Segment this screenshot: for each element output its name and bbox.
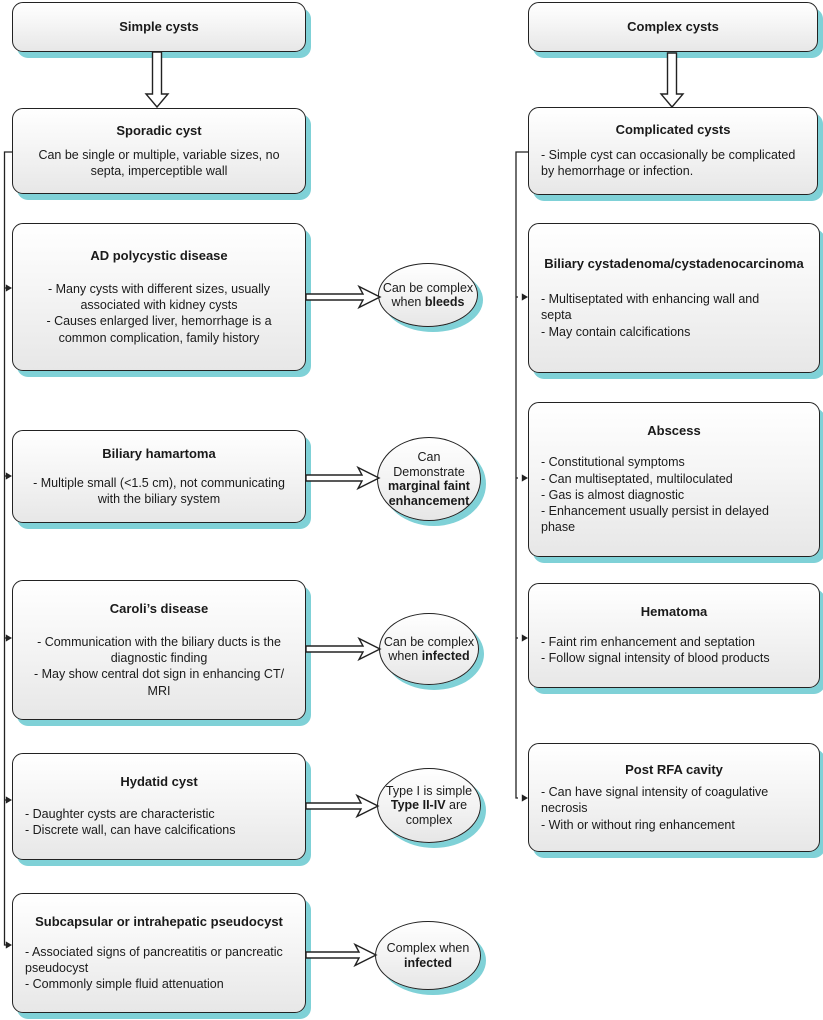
box-biliary-cystadenoma-bullet: - Multiseptated with enhancing wall and … [541, 292, 760, 323]
ellipse-complex-when-infected-2: Complex when infected [375, 921, 481, 990]
right-connector-line [515, 151, 528, 799]
box-abscess-bullet: - Constitutional symptoms [541, 455, 685, 470]
ellipse-text-bold: marginal faint enhancement [388, 479, 470, 508]
box-carolis-disease-bullet: - May show central dot sign in enhancing… [33, 667, 285, 698]
box-hematoma-title: Hematoma [640, 604, 708, 620]
box-post-rfa-cavity: Post RFA cavity - Can have signal intens… [528, 743, 820, 852]
box-biliary-cystadenoma-title: Biliary cystadenoma/cystadenocarcinoma [544, 256, 804, 272]
box-abscess-bullet: - Gas is almost diagnostic [541, 487, 685, 502]
box-subcapsular-pseudocyst-bullet: - Associated signs of pancreatitis or pa… [25, 944, 283, 975]
ellipse-text-bold: infected [421, 649, 470, 663]
ellipse-text: Complex when [386, 941, 470, 955]
box-hydatid-cyst-title: Hydatid cyst [120, 774, 198, 790]
box-biliary-hamartoma: Biliary hamartoma - Multiple small (<1.5… [12, 430, 306, 523]
box-abscess: Abscess - Constitutional symptoms - Can … [528, 402, 820, 557]
ellipse-text: are complex [405, 798, 468, 827]
box-biliary-cystadenoma: Biliary cystadenoma/cystadenocarcinoma -… [528, 223, 820, 373]
box-hematoma-bullet: - Faint rim enhancement and septation [541, 635, 756, 650]
arrow-right-icon [305, 284, 382, 310]
ellipse-text-bold: Type II-IV [390, 798, 446, 813]
header-complex-cysts-label: Complex cysts [627, 18, 719, 34]
arrow-right-icon [305, 636, 382, 662]
box-complicated-cysts: Complicated cysts - Simple cyst can occa… [528, 107, 818, 195]
ellipse-marginal-faint-enhancement: Can Demonstrate marginal faint enhanceme… [377, 437, 481, 521]
arrow-down-icon [144, 51, 170, 109]
arrow-right-icon [305, 465, 381, 491]
box-post-rfa-cavity-bullet: - With or without ring enhancement [541, 817, 735, 832]
box-abscess-bullet: - Enhancement usually persist in delayed… [541, 504, 769, 535]
box-hydatid-cyst: Hydatid cyst - Daughter cysts are charac… [12, 753, 306, 860]
box-biliary-hamartoma-bullet: - Multiple small (<1.5 cm), not communic… [33, 475, 285, 506]
arrow-right-icon [305, 793, 380, 819]
box-complicated-cysts-bullet: - Simple cyst can occasionally be compli… [541, 148, 796, 179]
box-sporadic-cyst-text: Can be single or multiple, variable size… [38, 147, 280, 178]
box-ad-polycystic-disease: AD polycystic disease - Many cysts with … [12, 223, 306, 371]
ellipse-text: Type I is simple [385, 783, 473, 798]
left-connector-line [3, 151, 12, 946]
box-carolis-disease-title: Caroli’s disease [109, 601, 209, 617]
box-hematoma-bullet: - Follow signal intensity of blood produ… [541, 651, 770, 666]
header-simple-cysts: Simple cysts [12, 2, 306, 52]
box-abscess-title: Abscess [647, 423, 701, 439]
ellipse-text: Can be complex when [383, 634, 475, 664]
right-connector-arrowheads [516, 293, 528, 802]
ellipse-complex-when-bleeds: Can be complex when bleeds [378, 263, 478, 327]
box-post-rfa-cavity-title: Post RFA cavity [625, 762, 723, 778]
box-post-rfa-cavity-bullet: - Can have signal intensity of coagulati… [541, 785, 769, 816]
ellipse-text: Can be complex when [382, 280, 474, 310]
box-complicated-cysts-title: Complicated cysts [615, 122, 731, 138]
ellipse-text-bold: infected [404, 955, 452, 970]
box-carolis-disease-bullet: - Communication with the biliary ducts i… [37, 634, 281, 666]
ellipse-text: Can Demonstrate [393, 450, 465, 479]
box-ad-polycystic-bullet: - Many cysts with different sizes, usual… [47, 281, 271, 313]
arrow-right-icon [305, 942, 378, 968]
ellipse-complex-when-infected: Can be complex when infected [379, 613, 479, 685]
box-subcapsular-pseudocyst-title: Subcapsular or intrahepatic pseudocyst [35, 913, 283, 929]
box-biliary-cystadenoma-bullet: - May contain calcifications [541, 324, 691, 339]
box-ad-polycystic-bullet: - Causes enlarged liver, hemorrhage is a… [46, 314, 272, 345]
ellipse-type-i-simple-type-ii-iv-complex: Type I is simple Type II-IV are complex [377, 768, 481, 843]
left-connector-arrowheads [4, 284, 12, 949]
box-sporadic-cyst: Sporadic cyst Can be single or multiple,… [12, 108, 306, 194]
box-hematoma: Hematoma - Faint rim enhancement and sep… [528, 583, 820, 688]
box-subcapsular-pseudocyst-bullet: - Commonly simple fluid attenuation [25, 977, 224, 992]
box-sporadic-cyst-title: Sporadic cyst [116, 122, 202, 138]
box-hydatid-cyst-bullet: - Discrete wall, can have calcifications [25, 823, 236, 838]
box-abscess-bullet: - Can multiseptated, multiloculated [541, 471, 733, 486]
box-hydatid-cyst-bullet: - Daughter cysts are characteristic [25, 807, 215, 822]
arrow-down-icon [659, 52, 685, 109]
ellipse-text-bold: bleeds [424, 295, 465, 309]
box-biliary-hamartoma-title: Biliary hamartoma [102, 445, 216, 461]
header-simple-cysts-label: Simple cysts [119, 18, 199, 34]
box-subcapsular-pseudocyst: Subcapsular or intrahepatic pseudocyst -… [12, 893, 306, 1013]
header-complex-cysts: Complex cysts [528, 2, 818, 52]
box-carolis-disease: Caroli’s disease - Communication with th… [12, 580, 306, 720]
box-ad-polycystic-title: AD polycystic disease [90, 248, 228, 264]
